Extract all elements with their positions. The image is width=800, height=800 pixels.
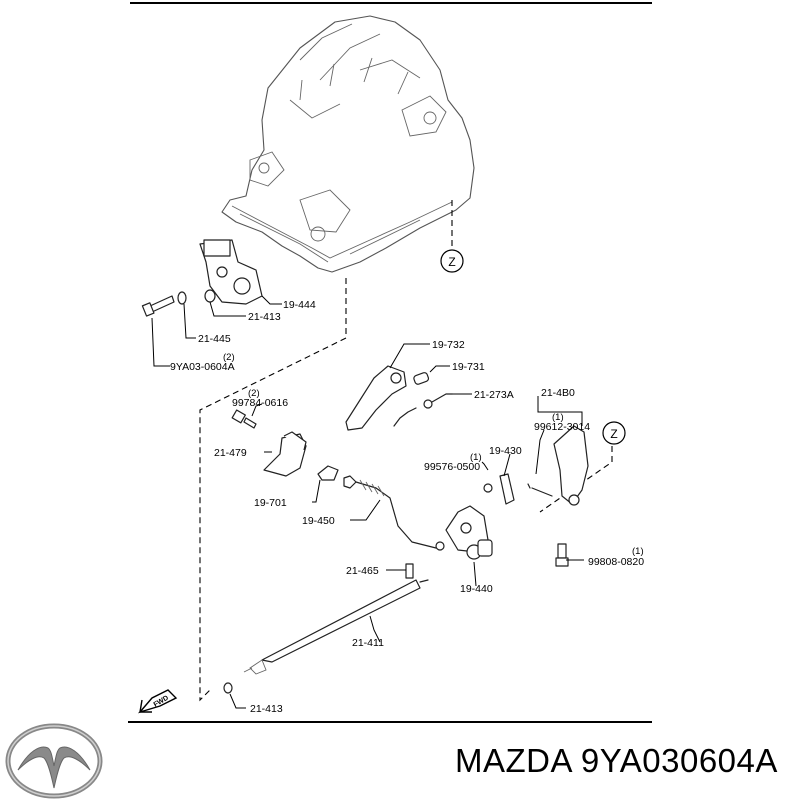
callout-21-411: 21-411 [352,637,384,649]
part-number-caption: MAZDA 9YA030604A [455,742,778,779]
shift-cable [343,475,445,551]
callout-19-444: 19-444 [283,299,316,311]
callout-99576-0500: 99576-0500 [424,461,480,473]
bushing [317,465,339,481]
callout-19-701: 19-701 [254,497,287,509]
callout-21-273A: 21-273A [474,389,514,401]
marker-z-1: Z [448,255,455,269]
callout-19-430: 19-430 [489,445,522,457]
leader-lines [151,295,584,709]
callout-qty: (2) [248,388,260,399]
callout-19-731: 19-731 [452,361,485,373]
mazda-logo [5,723,103,799]
lever-assembly [527,425,589,506]
transmission-case [221,15,475,273]
callout-19-440: 19-440 [460,583,493,595]
callout-19-732: 19-732 [432,339,465,351]
callout-19-450: 19-450 [302,515,335,527]
connection-line [199,278,347,702]
callout-qty: (1) [632,546,644,557]
washer [177,291,187,305]
callout-qty: (1) [552,412,564,423]
callout-99612-3014: 99612-3014 [534,421,590,433]
forward-arrow-icon: FWD [137,689,178,714]
marker-z-2: Z [610,427,617,441]
callout-21-413: 21-413 [248,311,281,323]
pin [405,563,414,579]
callout-qty: (1) [470,452,482,463]
pin [413,372,430,385]
shift-rod [243,579,429,675]
manual-shaft-lever [445,505,493,560]
spring [393,393,453,427]
callout-21-479: 21-479 [214,447,247,459]
bolt [231,409,257,429]
connector-marker: Z [440,249,464,273]
callout-21-445: 21-445 [198,333,231,345]
connector-marker: Z [602,421,626,445]
callout-21-413-lower: 21-413 [250,703,283,715]
callout-99808-0820: 99808-0820 [588,556,644,568]
position-switch [199,239,263,305]
bolt [555,543,569,567]
callout-9YA03-0604A: 9YA03-0604A [170,361,235,373]
o-ring [204,289,216,303]
lever-pivot [390,372,402,384]
detent-plate [499,473,515,505]
callout-21-4B0: 21-4B0 [541,387,575,399]
o-ring [223,682,233,694]
callout-qty: (2) [223,352,235,363]
selector-lever [345,365,407,431]
callout-99784-0616: 99784-0616 [232,397,288,409]
bolt [141,295,175,317]
clip [483,483,493,493]
bracket [263,431,307,477]
callout-21-465: 21-465 [346,565,379,577]
